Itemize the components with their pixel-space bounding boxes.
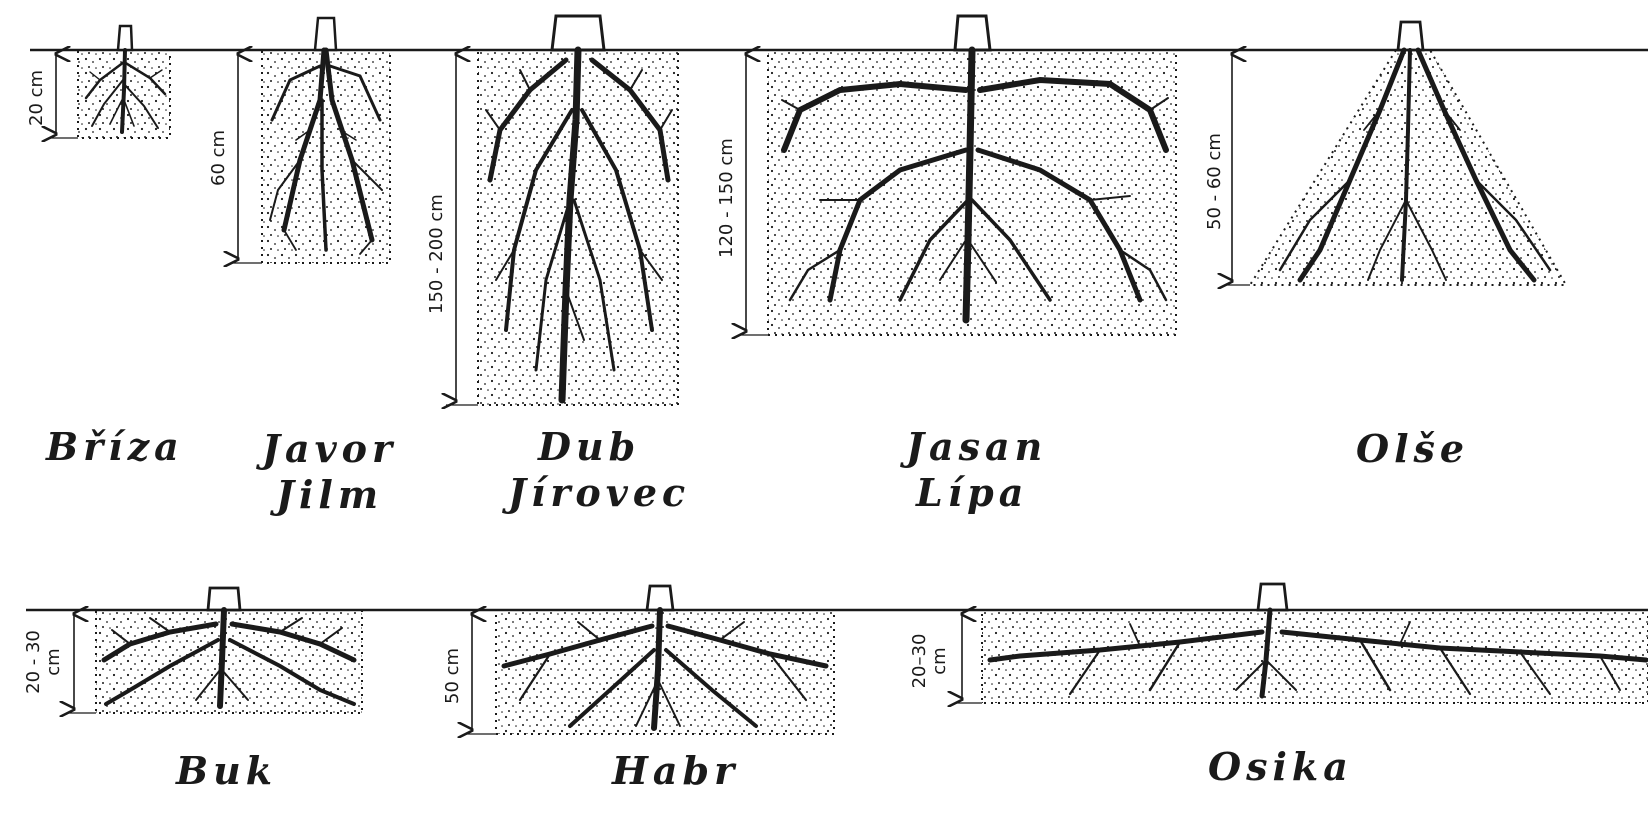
olse-label: Olše (1356, 430, 1469, 468)
javor-depth-label: 60 cm (210, 130, 228, 186)
lipa-label: Lípa (916, 474, 1028, 512)
olse-root-diagram (1226, 22, 1566, 285)
trunk (118, 26, 132, 50)
briza-depth-label: 20 cm (28, 70, 46, 126)
buk-depth-unit: cm (44, 627, 64, 697)
osika-root-diagram (956, 584, 1648, 703)
trunk (647, 586, 673, 610)
habr-root-diagram (466, 586, 834, 734)
trunk (1258, 584, 1287, 610)
briza-root-diagram (50, 26, 170, 138)
jasan-depth-label: 120 - 150 cm (718, 138, 736, 258)
dub-label: Dub (538, 428, 640, 466)
habr-label: Habr (612, 752, 739, 790)
olse-depth-label: 50 - 60 cm (1206, 133, 1224, 230)
jirovec-label: Jírovec (508, 474, 690, 512)
trunk (552, 16, 604, 50)
trunk (315, 18, 336, 50)
buk-depth-value: 20 - 30 (24, 627, 44, 697)
trunk (1398, 22, 1423, 50)
jasan-root-diagram (740, 16, 1176, 335)
osika-depth-unit: cm (930, 626, 950, 696)
buk-depth-label: 20 - 30 cm (24, 627, 64, 697)
buk-label: Buk (176, 752, 277, 790)
javor-root-diagram (232, 18, 390, 263)
dub-root-diagram (446, 16, 678, 405)
habr-depth-label: 50 cm (444, 648, 462, 704)
trunk (955, 16, 990, 50)
osika-depth-label: 20–30 cm (910, 626, 950, 696)
jilm-label: Jilm (276, 476, 383, 514)
javor-label: Javor (262, 430, 397, 468)
jasan-label: Jasan (906, 428, 1047, 466)
soil-zone (96, 610, 362, 713)
osika-label: Osika (1208, 748, 1353, 786)
dub-depth-label: 150 - 200 cm (428, 194, 446, 314)
trunk (208, 588, 240, 610)
buk-root-diagram (68, 588, 362, 713)
soil-zone (982, 610, 1648, 703)
briza-label: Bříza (46, 428, 184, 466)
osika-depth-value: 20–30 (910, 626, 930, 696)
